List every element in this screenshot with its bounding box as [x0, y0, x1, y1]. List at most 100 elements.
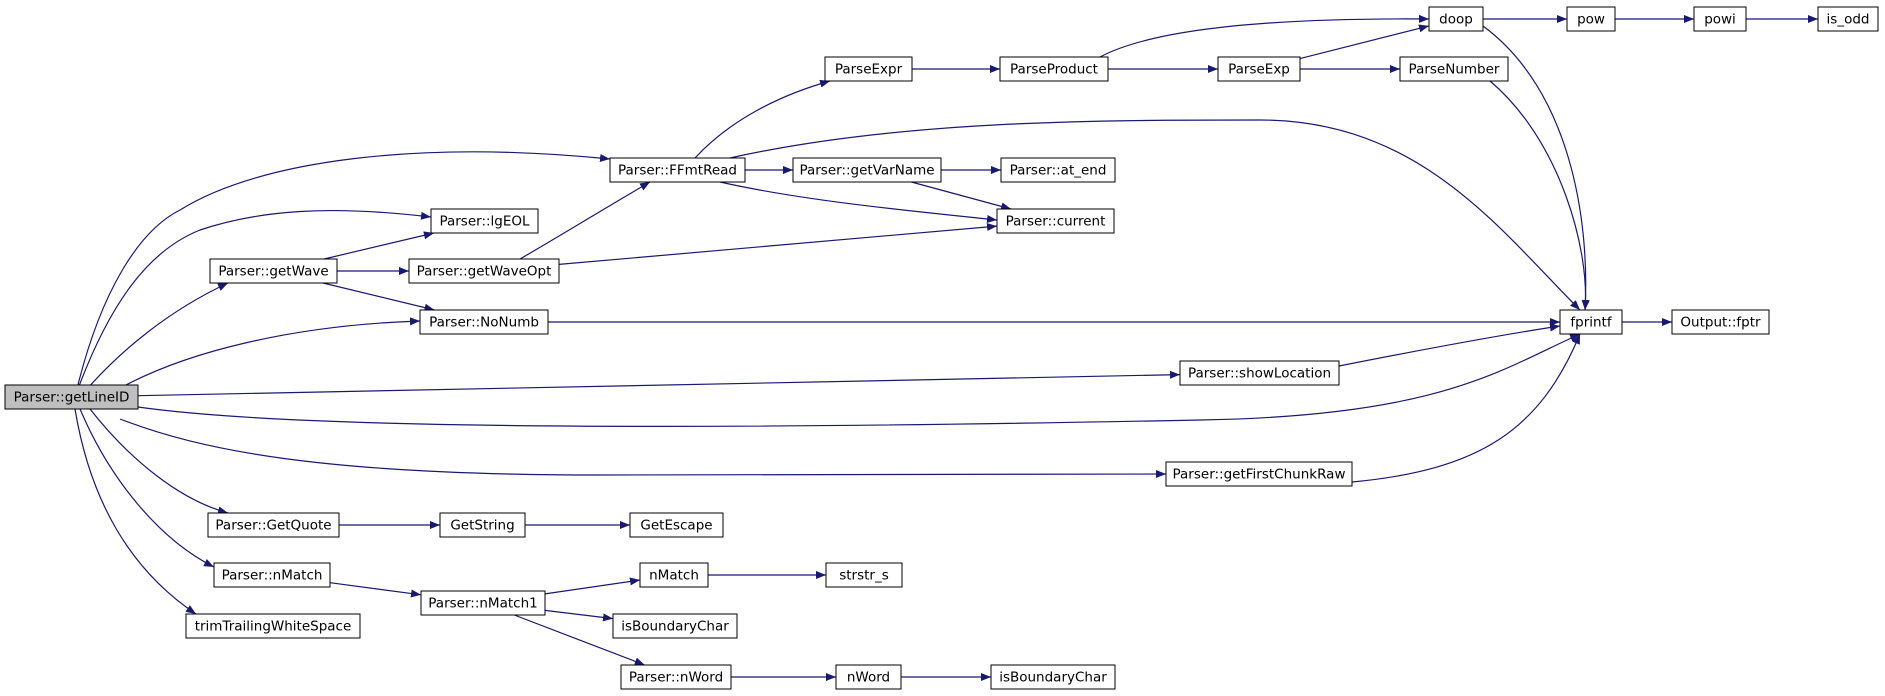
- node-box: [1399, 56, 1509, 82]
- node-label: Parser::getVarName: [799, 163, 934, 179]
- node-label: isBoundaryChar: [621, 619, 729, 635]
- node-pnMatch1[interactable]: Parser::nMatch1: [420, 590, 546, 616]
- node-label: ParseExpr: [835, 62, 903, 78]
- node-GetQuote[interactable]: Parser::GetQuote: [207, 512, 340, 538]
- node-label: is_odd: [1827, 12, 1870, 28]
- node-box: [439, 512, 526, 538]
- node-doop[interactable]: doop: [1428, 6, 1484, 32]
- node-box: [824, 56, 913, 82]
- edge-getWaveOpt-to-FFmtRead: [519, 181, 651, 260]
- node-current[interactable]: Parser::current: [996, 208, 1115, 234]
- edge-getLineID-to-pnMatch: [79, 408, 215, 568]
- node-box: [4, 384, 139, 410]
- node-GetString[interactable]: GetString: [439, 512, 526, 538]
- edge-getLineID-to-GetQuote: [89, 408, 229, 515]
- node-label: powi: [1704, 12, 1736, 28]
- node-label: Parser::NoNumb: [429, 315, 539, 331]
- node-label: Parser::getWaveOpt: [417, 264, 552, 280]
- node-label: Parser::GetQuote: [215, 518, 331, 534]
- edge-ParseNumber-to-fprintf: [1489, 80, 1590, 311]
- node-fptr[interactable]: Output::fptr: [1671, 309, 1770, 335]
- edge-getLineID-to-showLocation: [137, 370, 1181, 397]
- node-label: GetEscape: [640, 518, 712, 534]
- node-box: [629, 512, 724, 538]
- node-label: pow: [1577, 12, 1605, 28]
- node-at_end[interactable]: Parser::at_end: [1000, 157, 1116, 183]
- node-fprintf[interactable]: fprintf: [1559, 309, 1623, 335]
- node-getFirstChunkRaw[interactable]: Parser::getFirstChunkRaw: [1165, 461, 1353, 487]
- node-ParseExpr[interactable]: ParseExpr: [824, 56, 913, 82]
- edge-FFmtRead-to-current: [719, 181, 998, 223]
- edge-getWaveOpt-to-current: [558, 222, 998, 265]
- edge-pnMatch1-to-nMatch: [544, 577, 641, 595]
- node-FFmtRead[interactable]: Parser::FFmtRead: [609, 157, 746, 183]
- node-box: [1671, 309, 1770, 335]
- node-isBoundaryChar1[interactable]: isBoundaryChar: [612, 613, 738, 639]
- node-box: [620, 664, 732, 690]
- node-powi[interactable]: powi: [1693, 6, 1747, 32]
- edge-getWave-to-NoNumb: [322, 282, 435, 312]
- node-getLineID[interactable]: Parser::getLineID: [4, 384, 139, 410]
- node-pow[interactable]: pow: [1566, 6, 1616, 32]
- node-label: Parser::getLineID: [14, 390, 130, 406]
- edge-ParseExp-to-doop: [1299, 24, 1430, 60]
- node-box: [213, 562, 331, 588]
- edge-FFmtRead-to-ParseExpr: [694, 79, 831, 159]
- edge-getLineID-to-fprintf: [137, 333, 1581, 427]
- node-nWord[interactable]: nWord: [835, 664, 902, 690]
- node-trimTrailingWhiteSpace[interactable]: trimTrailingWhiteSpace: [185, 613, 361, 639]
- node-pnWord[interactable]: Parser::nWord: [620, 664, 732, 690]
- node-label: Parser::current: [1006, 214, 1106, 230]
- node-label: Parser::lgEOL: [439, 214, 530, 230]
- node-strstr_s[interactable]: strstr_s: [825, 562, 903, 588]
- node-NoNumb[interactable]: Parser::NoNumb: [419, 309, 549, 335]
- edge-pnMatch-to-pnMatch1: [329, 582, 422, 598]
- node-box: [1693, 6, 1747, 32]
- node-getWave[interactable]: Parser::getWave: [209, 258, 338, 284]
- node-nMatch[interactable]: nMatch: [639, 562, 709, 588]
- node-box: [209, 258, 338, 284]
- node-pnMatch[interactable]: Parser::nMatch: [213, 562, 331, 588]
- node-box: [430, 208, 539, 234]
- node-GetEscape[interactable]: GetEscape: [629, 512, 724, 538]
- edge-getLineID-to-getWave: [79, 282, 229, 398]
- node-is_odd[interactable]: is_odd: [1817, 6, 1879, 32]
- node-box: [1428, 6, 1484, 32]
- node-label: ParseProduct: [1010, 62, 1098, 78]
- node-ParseNumber[interactable]: ParseNumber: [1399, 56, 1509, 82]
- node-isBoundaryChar2[interactable]: isBoundaryChar: [990, 664, 1116, 690]
- node-box: [835, 664, 902, 690]
- edge-getLineID-to-FFmtRead: [74, 151, 611, 398]
- node-box: [185, 613, 361, 639]
- edge-ParseProduct-to-doop: [1099, 14, 1430, 58]
- node-label: Parser::nMatch: [222, 568, 323, 584]
- node-getWaveOpt[interactable]: Parser::getWaveOpt: [408, 258, 560, 284]
- edge-getLineID-to-trimTrailingWhiteSpace: [74, 408, 197, 615]
- node-box: [825, 562, 903, 588]
- node-ParseExp[interactable]: ParseExp: [1217, 56, 1301, 82]
- edge-FFmtRead-to-fprintf: [729, 119, 1581, 311]
- node-box: [1559, 309, 1623, 335]
- node-label: Parser::showLocation: [1188, 366, 1331, 382]
- node-box: [1217, 56, 1301, 82]
- edge-getVarName-to-current: [911, 181, 1012, 211]
- node-box: [419, 309, 549, 335]
- node-box: [1165, 461, 1353, 487]
- node-box: [207, 512, 340, 538]
- node-label: Parser::at_end: [1010, 163, 1107, 179]
- node-box: [1000, 157, 1116, 183]
- node-getVarName[interactable]: Parser::getVarName: [792, 157, 942, 183]
- node-label: GetString: [450, 518, 514, 534]
- node-lgEOL[interactable]: Parser::lgEOL: [430, 208, 539, 234]
- node-ParseProduct[interactable]: ParseProduct: [999, 56, 1109, 82]
- node-box: [1817, 6, 1879, 32]
- node-label: Parser::getFirstChunkRaw: [1173, 467, 1346, 483]
- node-box: [609, 157, 746, 183]
- node-showLocation[interactable]: Parser::showLocation: [1179, 360, 1340, 386]
- node-box: [1566, 6, 1616, 32]
- node-label: trimTrailingWhiteSpace: [195, 619, 352, 635]
- edge-getFirstChunkRaw-to-fprintf: [1351, 333, 1581, 483]
- node-label: doop: [1439, 12, 1473, 28]
- node-label: ParseNumber: [1409, 62, 1500, 78]
